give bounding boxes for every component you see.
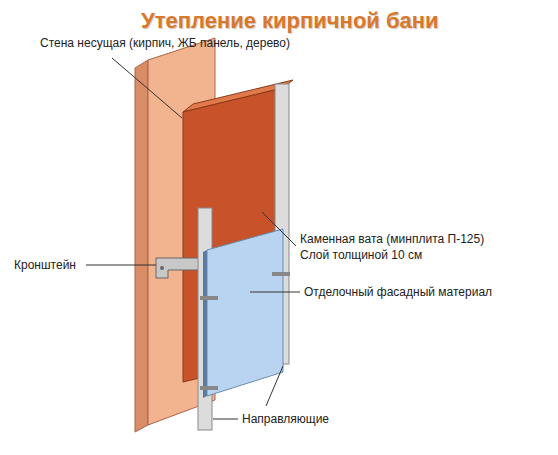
part-label: Отделочный фасадный материал [304, 285, 492, 299]
part-label: Направляющие [242, 412, 329, 426]
leader-line [112, 58, 182, 118]
leader-line [266, 366, 283, 406]
part-label: Каменная вата (минплита П-125) [300, 232, 484, 246]
leader-line [250, 292, 300, 293]
leader-line [213, 419, 238, 420]
panel-edge [203, 250, 207, 398]
part-label: Кронштейн [14, 258, 76, 272]
clip [200, 386, 218, 390]
leader-line [262, 212, 296, 246]
clip [200, 296, 218, 300]
part-label: Слой толщиной 10 см [300, 248, 422, 262]
facade-panel [207, 229, 283, 396]
part-label: Стена несущая (кирпич, ЖБ панель, дерево… [40, 36, 290, 50]
wall-edge [135, 60, 148, 432]
clip [272, 272, 290, 276]
leader-line [86, 265, 156, 266]
bracket [156, 258, 202, 278]
diagram-title: Утепление кирпичной бани [141, 8, 439, 34]
bracket-screw [160, 266, 164, 270]
